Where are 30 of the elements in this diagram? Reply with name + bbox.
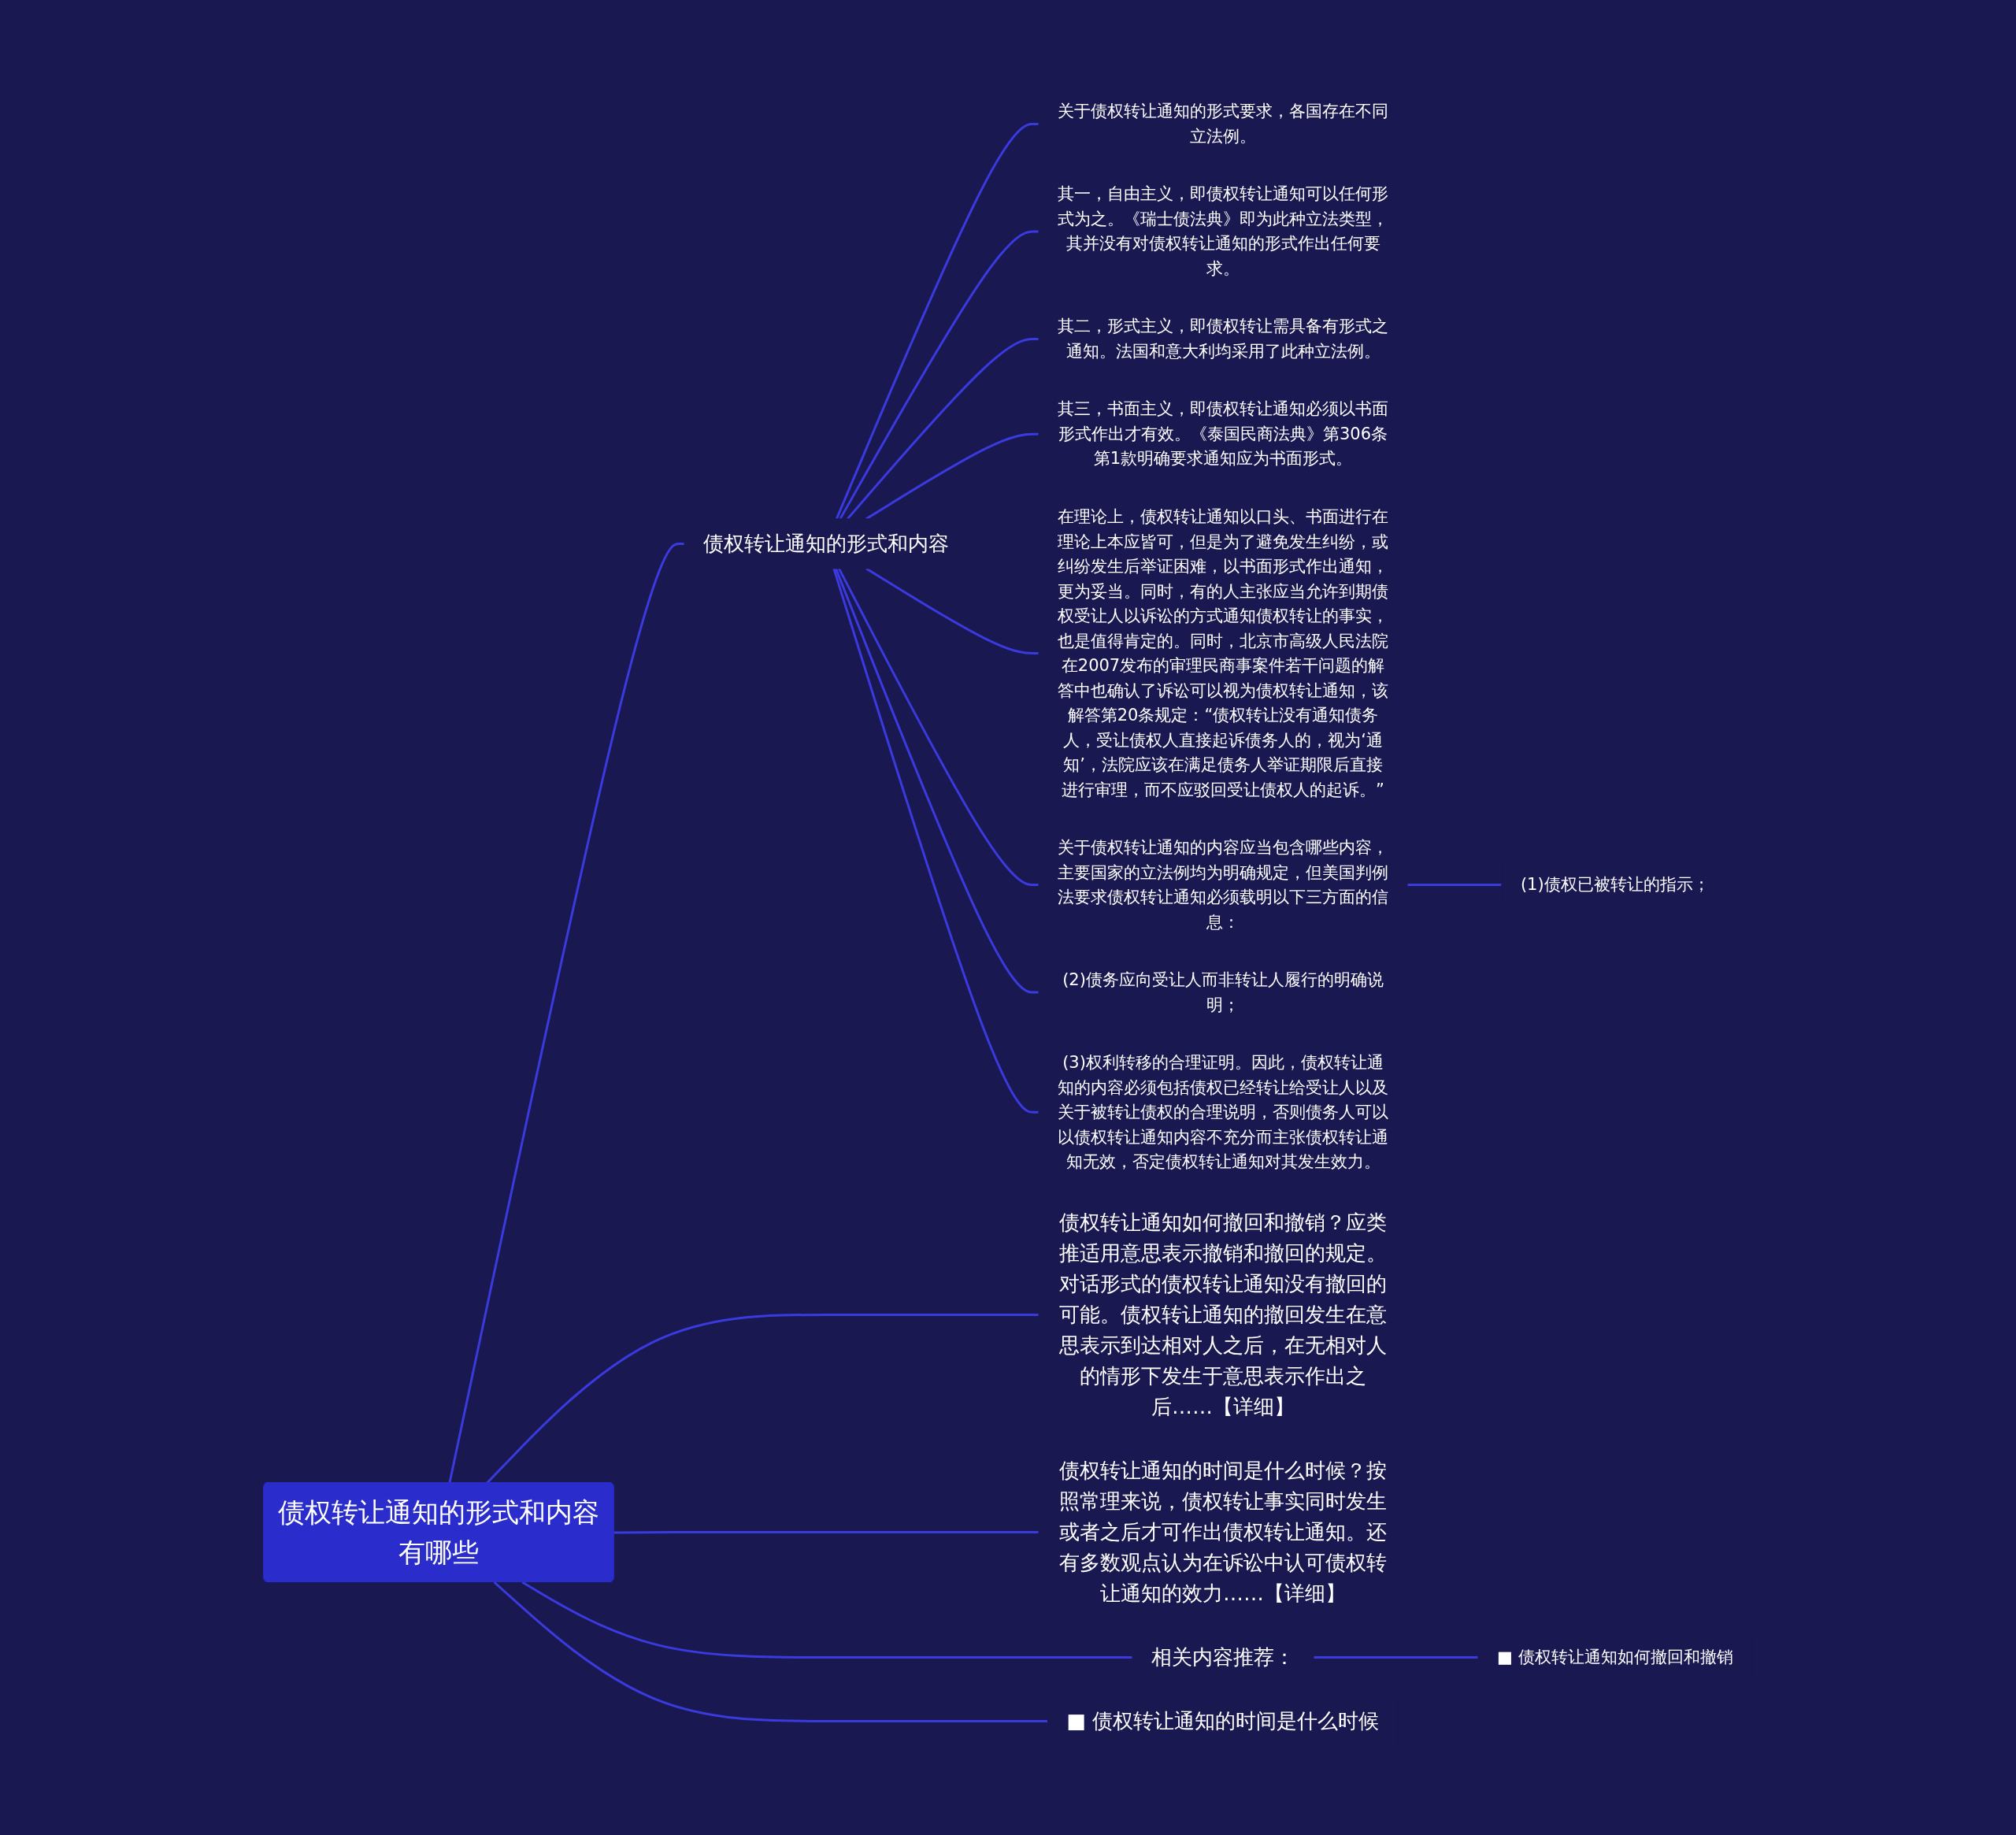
connector xyxy=(613,1530,1040,1533)
node-text: (3)权利转移的合理证明。因此，债权转让通知的内容必须包括债权已经转让给受让人以及关于被转让债权的合理说明，否则债务人可以以债权转让通知内容不充分而主张债权转让通知无效，否定债权转让通知对其发生效力。 xyxy=(1058,1052,1389,1170)
connector xyxy=(1407,883,1503,886)
connector xyxy=(838,567,1040,886)
node-text: ■ 债权转让通知如何撤回和撤销 xyxy=(1497,1647,1733,1666)
node-text: 在理论上，债权转让通知以口头、书面进行在理论上本应皆可，但是为了避免发生纠纷，或纠纷发生后举证困难，以书面形式作出通知，更为妥当。同时，有的人主张应当允许到期债权受让人以诉讼的方式通知债权转让的事实，也是值得肯定的。同时，北京市高级人民法院在2007发布的审理民商事案件若干问题的解答中也确认了诉讼可以视为债权转让通知，该解答第20条规定：“债权转让没有通知债务人，受让债权人直接起诉债务人的，视为‘通知’，法院应该在满足债务人举证期限后直接进行审理，而不应驳回受让债权人的起诉。” xyxy=(1058,506,1389,799)
node-text: 相关内容推荐： xyxy=(1151,1644,1295,1669)
node-text: 债权转让通知的时间是什么时候？按照常理来说，债权转让事实同时发生或者之后才可作出债权转让通知。还有多数观点认为在诉讼中认可债权转让通知的效力……【详细】 xyxy=(1059,1458,1388,1605)
node-text: 债权转让通知的形式和内容 xyxy=(703,531,950,555)
connector xyxy=(1314,1655,1479,1659)
connector xyxy=(521,1581,1133,1659)
connector xyxy=(865,432,1040,520)
connector xyxy=(847,337,1040,520)
node-text: 债权转让通知如何撤回和撤销？应类推适用意思表示撤销和撤回的规定。对话形式的债权转让通知没有撤回的可能。债权转让通知的撤回发生在意思表示到达相对人之后，在无相对人的情形下发生于意思表示作出之后……【详细】 xyxy=(1059,1210,1388,1418)
node-text: 关于债权转让通知的形式要求，各国存在不同立法例。 xyxy=(1058,101,1389,145)
connector xyxy=(836,122,1040,519)
connector xyxy=(835,567,1040,993)
node-text: (1)债权已被转让的指示； xyxy=(1521,874,1710,894)
node-text: 其一，自由主义，即债权转让通知可以任何形式为之。《瑞士债法典》即为此种立法类型，其并没有对债权转让通知的形式作出任何要求。 xyxy=(1058,184,1389,277)
connector xyxy=(493,1581,1048,1722)
node-text: (2)债务应向受让人而非转让人履行的明确说明； xyxy=(1062,969,1384,1014)
node-text: 其二，形式主义，即债权转让需具备有形式之通知。法国和意大利均采用了此种立法例。 xyxy=(1058,316,1389,360)
connector xyxy=(832,567,1040,1114)
node-text: 其三，书面主义，即债权转让通知必须以书面形式作出才有效。《泰国民商法典》第306条第1款明确要求通知应为书面形式。 xyxy=(1058,399,1389,468)
connector xyxy=(865,567,1040,654)
connector xyxy=(448,542,685,1483)
connector xyxy=(486,1313,1040,1484)
node-text: 关于债权转让通知的内容应当包含哪些内容，主要国家的立法例均为明确规定，但美国判例法要求债权转让通知必须载明以下三方面的信息： xyxy=(1058,837,1389,931)
node-text: ■ 债权转让通知的时间是什么时候 xyxy=(1066,1708,1380,1733)
connector xyxy=(839,230,1040,520)
